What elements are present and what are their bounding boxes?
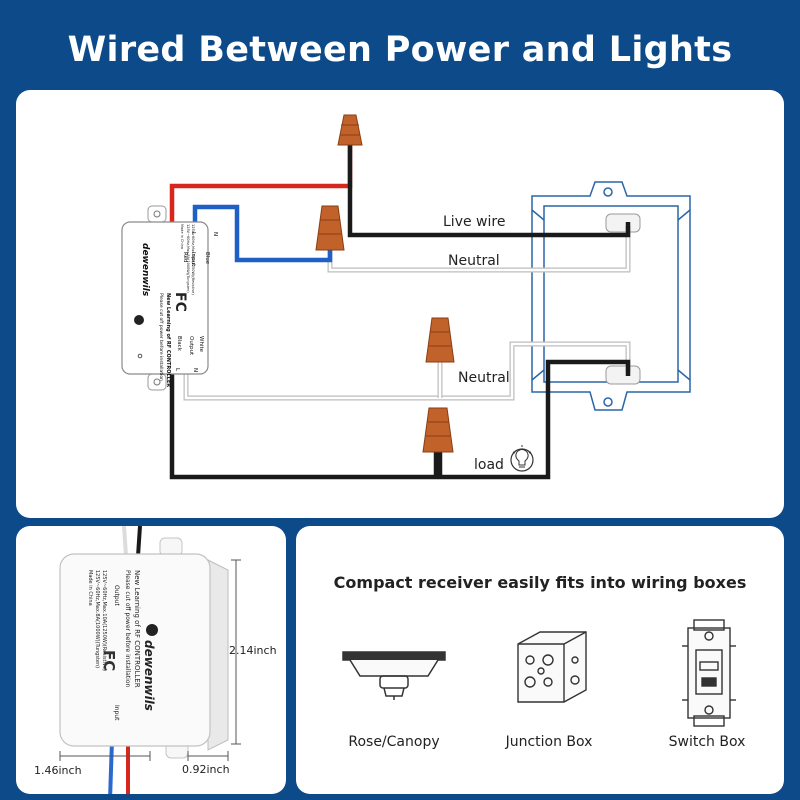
load-wire: [169, 372, 439, 480]
rose-canopy-icon: [342, 651, 446, 700]
label-rose-canopy: Rose/Canopy: [348, 734, 439, 750]
switch-box-icon: [682, 619, 736, 727]
device-N-in: N: [212, 232, 218, 236]
label-junction-box: Junction Box: [505, 734, 593, 750]
device-red-label: Red: [182, 252, 188, 262]
wiring-diagram-panel: dewenwils New Learning of RF CONTROLLER …: [16, 90, 784, 518]
blue-wire: [192, 204, 333, 263]
fit-heading: Compact receiver easily fits into wiring…: [334, 573, 747, 592]
device-black-label: Black: [176, 336, 182, 352]
wire-nut-neutral-top: [315, 205, 345, 251]
wiring-diagram: dewenwils New Learning of RF CONTROLLER …: [121, 114, 691, 480]
fit-boxes-panel: Compact receiver easily fits into wiring…: [296, 526, 784, 794]
device-made-in: Made in China: [180, 224, 184, 249]
height-dimension: 2.14inch: [229, 644, 277, 657]
live-wire-label: Live wire: [443, 214, 505, 230]
device-photo-made-in: Made in China: [87, 570, 93, 606]
neutral-label-mid: Neutral: [458, 370, 510, 386]
device-title: New Learning of RF CONTROLLER: [165, 293, 171, 387]
neutral-wires: [183, 226, 631, 401]
device-blue-label: Blue: [204, 252, 210, 265]
device-dimensions-panel: dewenwils New Learning of RF CONTROLLER …: [16, 526, 286, 794]
device-photo-output: Output: [113, 585, 120, 606]
depth-dimension: 0.92inch: [182, 763, 230, 776]
junction-box-icon: [517, 631, 587, 703]
fixture-terminals: [605, 213, 641, 385]
load-label: load: [474, 457, 504, 473]
page-title: Wired Between Power and Lights: [67, 30, 733, 70]
device-photo-warning: Please cut off power before installation: [124, 570, 131, 687]
device-photo-rating-1: 125V~60Hz,Max.10A(1250W)(Resistive): [101, 570, 107, 671]
device-L-in: L: [190, 232, 196, 236]
device-output-label: Output: [188, 336, 194, 356]
wire-nut-load: [422, 407, 454, 453]
device-input-label: Input: [190, 252, 196, 267]
device-N-out: N: [192, 368, 198, 372]
device-photo-brand: dewenwils: [142, 640, 156, 711]
device-rating-2: 125V~60Hz,Max.8A(1000W)(Tungsten): [186, 224, 190, 293]
live-wire: [347, 140, 631, 238]
fit-boxes-drawing: Compact receiver easily fits into wiring…: [334, 573, 747, 750]
device-photo-fcc: FC: [100, 650, 118, 671]
device-photo-title: New Learning of RF CONTROLLER: [133, 570, 141, 688]
load-wire-out: [437, 359, 631, 480]
device-warning: Please cut off power before installation: [158, 293, 164, 381]
width-dimension: 1.46inch: [34, 764, 82, 777]
rf-controller-device: dewenwils New Learning of RF CONTROLLER …: [121, 205, 218, 391]
wire-nut-top: [337, 114, 363, 146]
wire-nut-neutral-mid: [425, 317, 455, 363]
device-L-out: L: [174, 368, 180, 372]
device-rating-1: 125V~60Hz,Max.10A(1250W)(Resistive): [191, 224, 195, 295]
light-bulb-icon: [510, 445, 534, 472]
device-dimension-drawing: dewenwils New Learning of RF CONTROLLER …: [34, 526, 277, 794]
device-photo-rating-2: 125V~60Hz,Max.8A(1000W)(Tungsten): [94, 570, 100, 668]
fcc-mark: FC: [172, 292, 188, 312]
label-switch-box: Switch Box: [669, 734, 746, 750]
neutral-label-top: Neutral: [448, 253, 500, 269]
device-white-label: White: [198, 336, 204, 353]
device-brand: dewenwils: [140, 243, 150, 297]
device-photo-input: Input: [113, 705, 120, 721]
